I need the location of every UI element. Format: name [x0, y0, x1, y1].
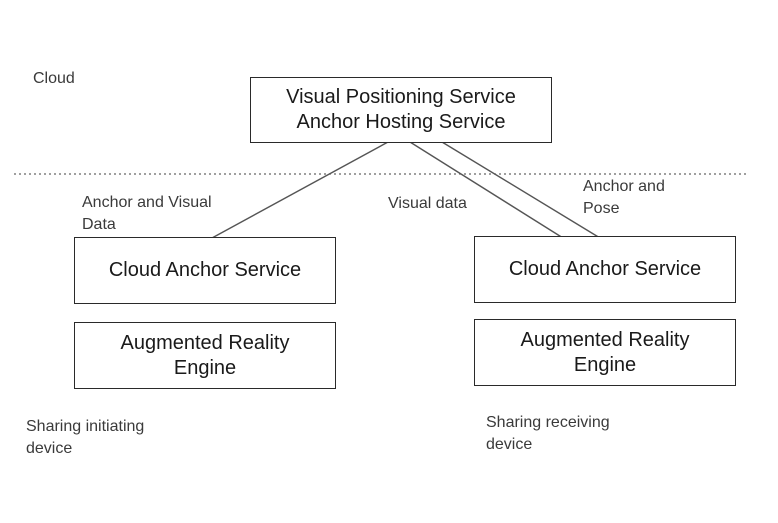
right-device-caption: Sharing receiving device: [486, 414, 610, 454]
cloud-label: Cloud: [33, 70, 75, 87]
cloud-services-box: Visual Positioning Service Anchor Hostin…: [250, 77, 552, 143]
anchor-pose-label: Anchor and Pose: [583, 178, 665, 218]
upload-arrow-label: Anchor and Visual Data: [82, 194, 212, 234]
upload-arrow: [211, 141, 389, 239]
left-device-caption: Sharing initiating device: [26, 418, 145, 458]
anchor-pose-arrow: [441, 141, 601, 239]
visual-data-label: Visual data: [388, 195, 467, 212]
right-cloud-anchor-service-box: Cloud Anchor Service: [474, 236, 736, 303]
visual-data-arrow: [409, 141, 564, 239]
left-ar-engine-box: Augmented Reality Engine: [74, 322, 336, 389]
anchor-hosting-service-label: Anchor Hosting Service: [296, 111, 506, 133]
visual-positioning-service-label: Visual Positioning Service: [286, 86, 516, 108]
left-cloud-anchor-service-box: Cloud Anchor Service: [74, 237, 336, 304]
right-ar-engine-box: Augmented Reality Engine: [474, 319, 736, 386]
